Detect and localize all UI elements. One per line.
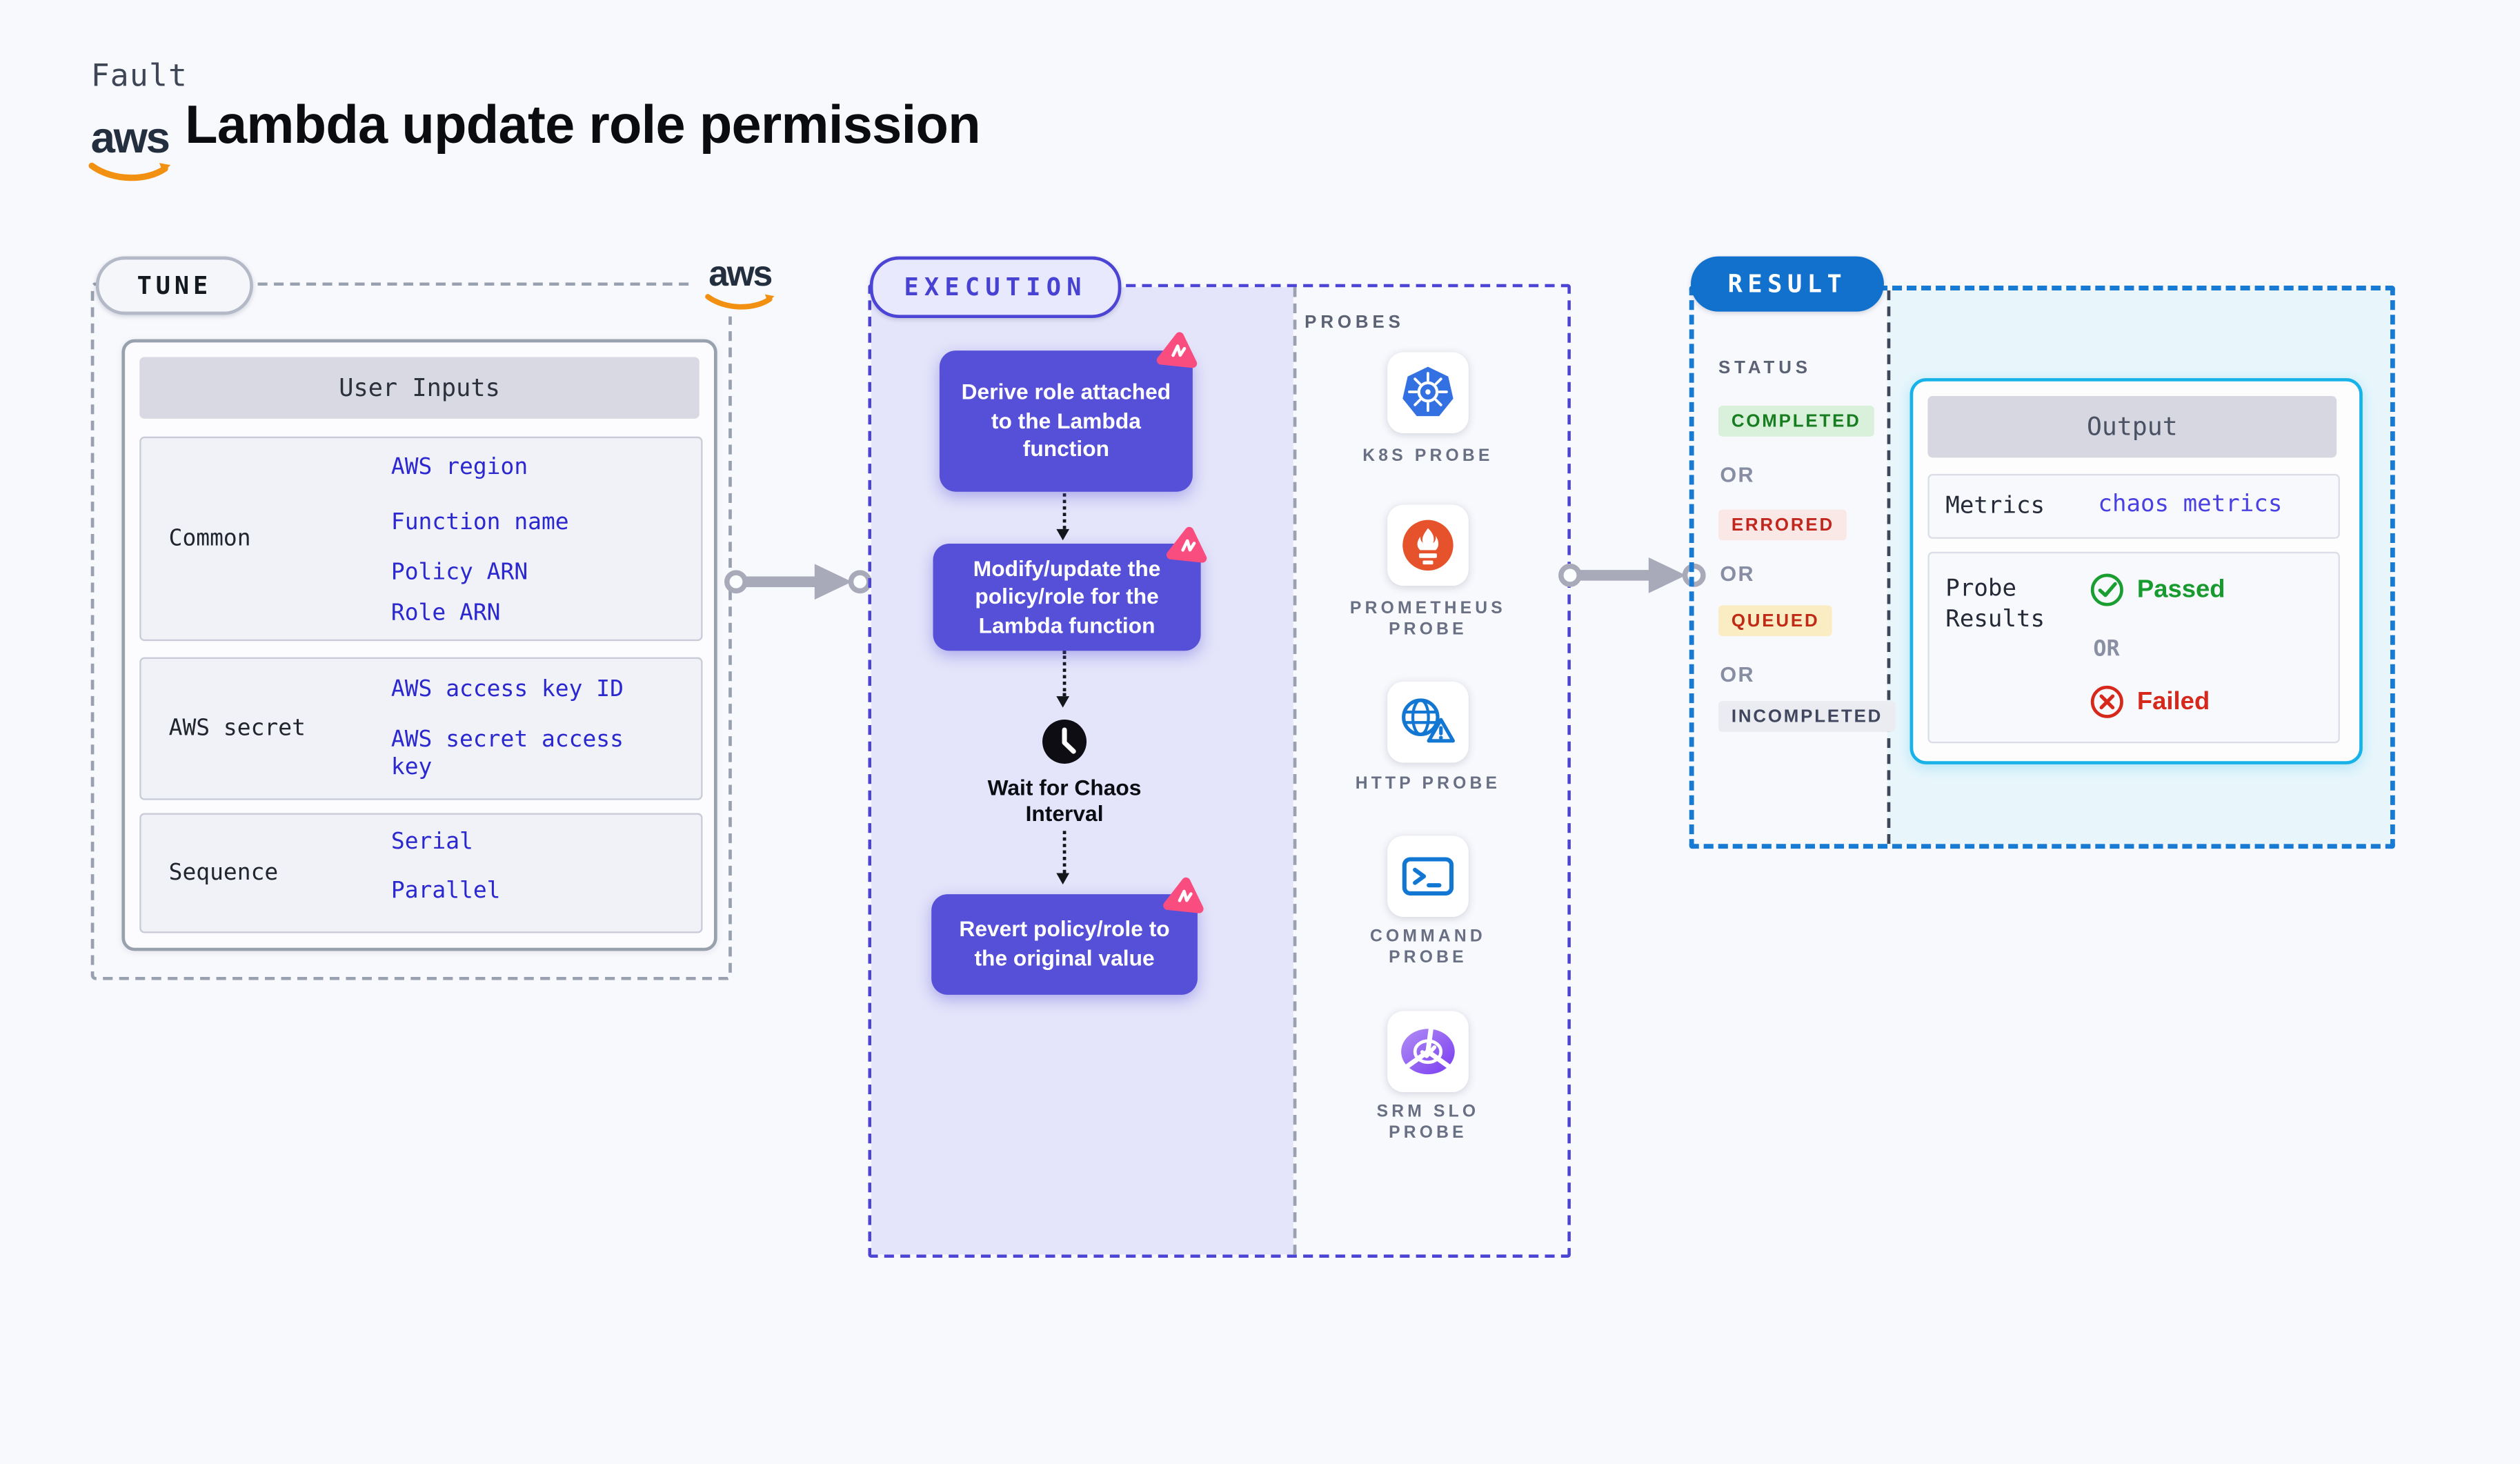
row-label: Sequence [168, 860, 279, 887]
wait-for-chaos-label: Wait for Chaos Interval [987, 775, 1142, 826]
fault-kicker: Fault [90, 58, 188, 95]
or-label: OR [2093, 636, 2120, 662]
input-link-aws-region[interactable]: AWS region [390, 454, 528, 481]
passed-label: Passed [2136, 575, 2225, 603]
http-globe-warning-icon [1402, 698, 1456, 743]
result-pill: RESULT [1691, 256, 1884, 312]
input-link-role-arn[interactable]: Role ARN [390, 600, 501, 626]
input-link-policy-arn[interactable]: Policy ARN [390, 560, 528, 586]
probe-card-k8s [1387, 352, 1469, 434]
aws-smile-icon [88, 162, 171, 181]
aws-logo-text: aws [708, 253, 773, 294]
execution-pill: EXECUTION [869, 256, 1122, 319]
terminal-icon [1402, 857, 1454, 896]
check-circle-icon [2090, 573, 2123, 606]
status-badge-completed: COMPLETED [1718, 406, 1874, 437]
probe-result-passed: Passed [2090, 573, 2225, 606]
user-inputs-row-aws-secret: AWS secret AWS access key ID AWS secret … [139, 657, 703, 800]
metrics-label: Metrics [1945, 493, 2045, 520]
probe-card-prometheus [1387, 504, 1469, 586]
output-card: Output Metrics chaos metrics Probe Resul… [1909, 378, 2363, 764]
probe-card-http [1387, 681, 1469, 763]
probe-label-prometheus: PROMETHEUS PROBE [1349, 598, 1506, 640]
probe-card-srm-slo [1387, 1011, 1469, 1093]
input-link-secret-access-key[interactable]: AWS secret access key [390, 726, 624, 780]
probe-results-row: Probe Results Passed OR Failed [1927, 551, 2340, 744]
aws-logo-text: aws [90, 113, 170, 163]
step-derive-role: Derive role attached to the Lambda funct… [939, 350, 1193, 492]
row-label: AWS secret [168, 715, 306, 742]
or-label: OR [1720, 662, 1755, 686]
status-badge-errored: ERRORED [1718, 509, 1847, 541]
row-label: Common [168, 526, 251, 552]
step-modify-policy: Modify/update the policy/role for the La… [933, 543, 1201, 651]
prometheus-icon [1402, 520, 1454, 571]
flow-arrow [1056, 651, 1070, 714]
user-inputs-title: User Inputs [139, 357, 700, 419]
input-link-function-name[interactable]: Function name [390, 509, 569, 536]
metrics-value-link[interactable]: chaos metrics [2098, 491, 2283, 518]
probe-label-k8s: K8S PROBE [1362, 446, 1494, 466]
flow-arrow [1056, 831, 1070, 891]
chaos-fault-icon [1156, 332, 1198, 368]
clock-icon [1042, 719, 1087, 764]
probe-results-label: Probe Results [1945, 576, 2045, 633]
status-badge-queued: QUEUED [1718, 605, 1833, 637]
output-title: Output [1927, 395, 2337, 458]
aws-logo-tune: aws [694, 253, 786, 317]
status-badge-incompleted: INCOMPLETED [1718, 701, 1896, 732]
probe-label-command: COMMAND PROBE [1369, 927, 1486, 967]
chaos-fault-icon [1163, 877, 1204, 913]
tune-pill: TUNE [95, 256, 253, 315]
aws-smile-icon [705, 294, 775, 310]
probe-result-failed: Failed [2090, 685, 2210, 719]
result-divider [1887, 290, 1891, 844]
step-revert-policy: Revert policy/role to the original value [931, 894, 1198, 995]
x-circle-icon [2090, 685, 2123, 718]
chaos-fault-icon [1166, 526, 1207, 563]
aws-logo: aws [88, 113, 172, 185]
or-label: OR [1720, 561, 1755, 586]
srm-slo-icon [1401, 1027, 1455, 1075]
metrics-row: Metrics chaos metrics [1927, 473, 2340, 539]
failed-label: Failed [2136, 687, 2210, 715]
execution-probes-divider [1293, 287, 1297, 1255]
input-link-access-key-id[interactable]: AWS access key ID [390, 676, 624, 703]
input-link-serial[interactable]: Serial [390, 829, 473, 855]
execution-to-result-arrow [1558, 557, 1706, 593]
probe-card-command [1387, 835, 1469, 918]
probe-label-srm-slo: SRM SLO PROBE [1376, 1102, 1480, 1142]
kubernetes-icon [1402, 366, 1454, 417]
tune-to-execution-arrow [724, 564, 872, 600]
or-label: OR [1720, 462, 1755, 487]
user-inputs-card: User Inputs Common AWS region Function n… [121, 339, 717, 951]
status-label: STATUS [1718, 358, 1812, 379]
page-title: Lambda update role permission [185, 94, 980, 155]
user-inputs-row-common: Common AWS region Function name Policy A… [139, 436, 703, 642]
flow-arrow [1056, 493, 1070, 547]
probes-label: PROBES [1304, 313, 1405, 333]
input-link-parallel[interactable]: Parallel [390, 878, 501, 904]
tune-panel [90, 282, 732, 980]
probe-label-http: HTTP PROBE [1355, 774, 1501, 794]
user-inputs-row-sequence: Sequence Serial Parallel [139, 813, 703, 933]
